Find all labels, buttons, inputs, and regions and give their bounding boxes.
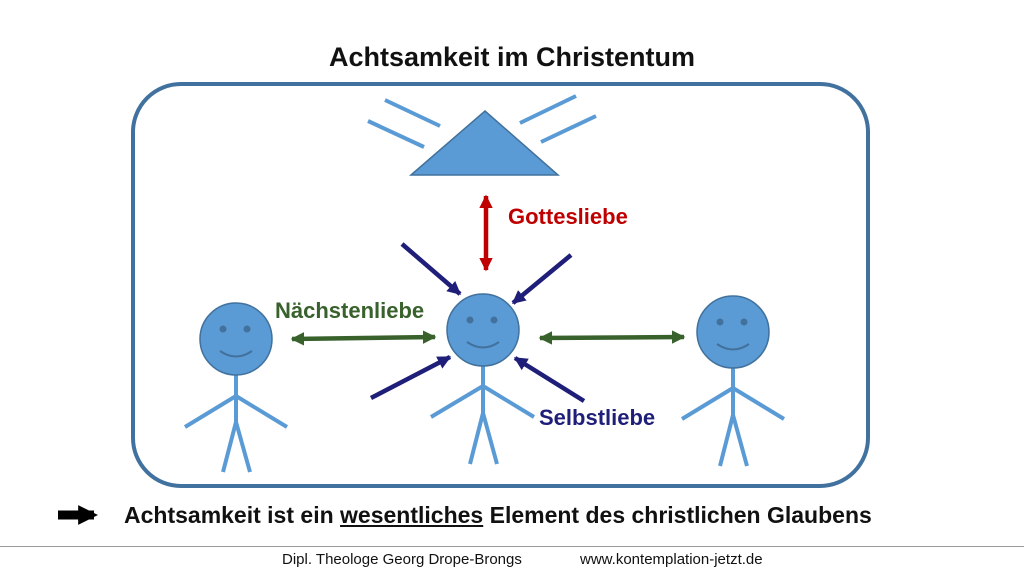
person-right-icon bbox=[680, 295, 786, 467]
footer-divider bbox=[0, 546, 1024, 547]
naechstenliebe-arrow-left bbox=[290, 330, 437, 346]
person-left-icon bbox=[183, 302, 289, 473]
ray-right-upper bbox=[519, 94, 577, 125]
ray-left-lower bbox=[367, 119, 425, 149]
footer-author: Dipl. Theologe Georg Drope-Brongs bbox=[282, 551, 522, 568]
conclusion-statement: Achtsamkeit ist ein wesentliches Element… bbox=[124, 502, 872, 529]
label-naechstenliebe: Nächstenliebe bbox=[275, 298, 424, 323]
diagram-frame bbox=[131, 82, 870, 488]
label-selbstliebe: Selbstliebe bbox=[539, 405, 655, 430]
selbstliebe-arrow-bottom-left bbox=[369, 355, 452, 400]
ray-left-upper bbox=[384, 98, 441, 128]
conclusion-before: Achtsamkeit ist ein bbox=[124, 502, 341, 528]
god-triangle-icon bbox=[367, 94, 597, 176]
conclusion-emphasis: wesentliches bbox=[340, 502, 484, 528]
page-title: Achtsamkeit im Christentum bbox=[328, 42, 696, 72]
person-center-icon bbox=[429, 293, 536, 465]
conclusion-after: Element des christlichen Glaubens bbox=[483, 502, 872, 528]
selbstliebe-arrow-bottom-right bbox=[513, 356, 586, 403]
label-gottesliebe: Gottesliebe bbox=[508, 204, 628, 229]
selbstliebe-arrow-top-right bbox=[511, 253, 573, 305]
naechstenliebe-arrow-right bbox=[538, 330, 686, 345]
selbstliebe-arrow-top-left bbox=[400, 242, 462, 296]
footer-website: www.kontemplation-jetzt.de bbox=[580, 551, 763, 568]
ray-right-lower bbox=[540, 114, 597, 144]
